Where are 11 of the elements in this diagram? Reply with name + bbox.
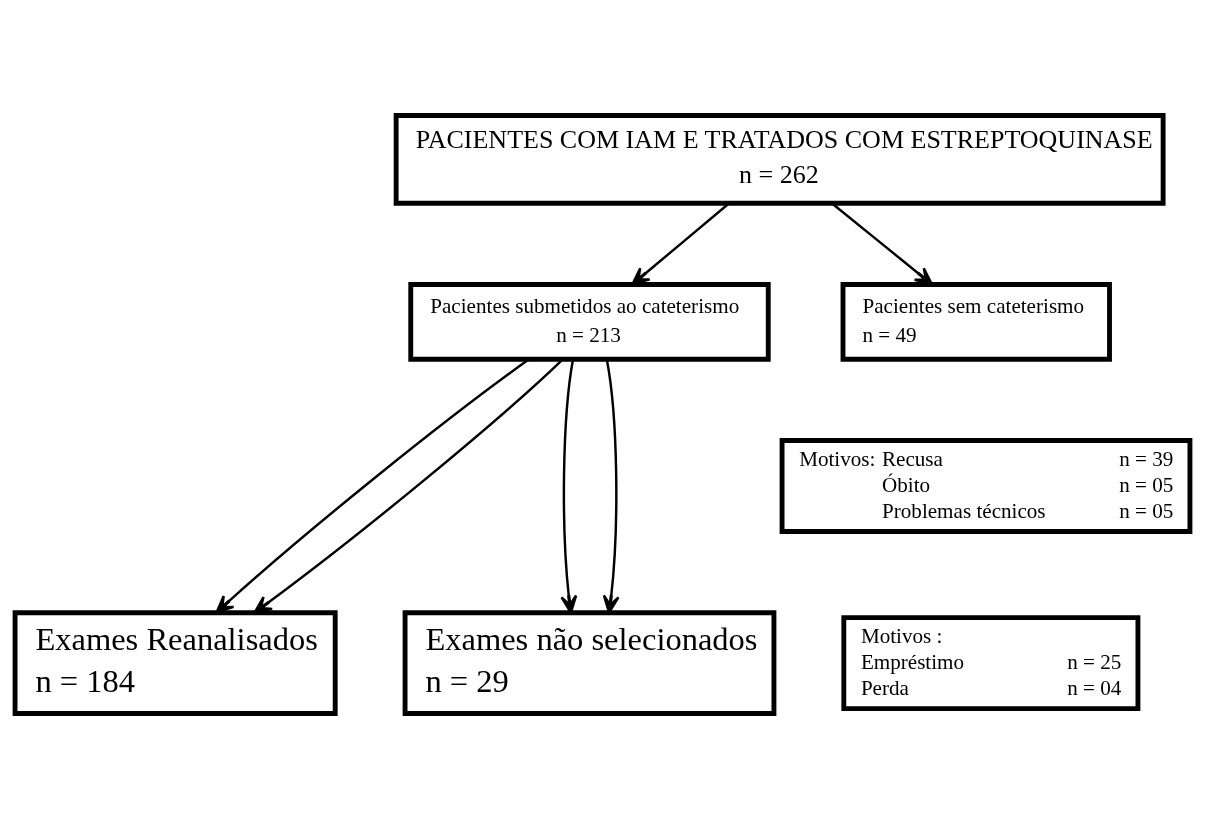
arrow <box>215 358 530 614</box>
node-box: Exames Reanalisados n = 184 <box>12 610 338 716</box>
arrow <box>253 358 564 614</box>
node-box: Exames não selecionados n = 29 <box>402 610 777 716</box>
node-box: Pacientes sem cateterismo n = 49 <box>840 282 1112 362</box>
node-box: PACIENTES COM IAM E TRATADOS COM ESTREPTOQUINASE n = 262 <box>393 113 1166 206</box>
node-box: Motivos: Recusa n = 39 Óbito n = 05 Problemas técnicos n = 05 <box>779 438 1193 534</box>
arrow <box>602 359 620 614</box>
node-box: Pacientes submetidos ao cateterismo n = 213 <box>408 282 771 362</box>
arrow <box>560 359 578 614</box>
node-box: Motivos : Empréstimo n = 25 Perda n = 04 <box>841 615 1141 712</box>
